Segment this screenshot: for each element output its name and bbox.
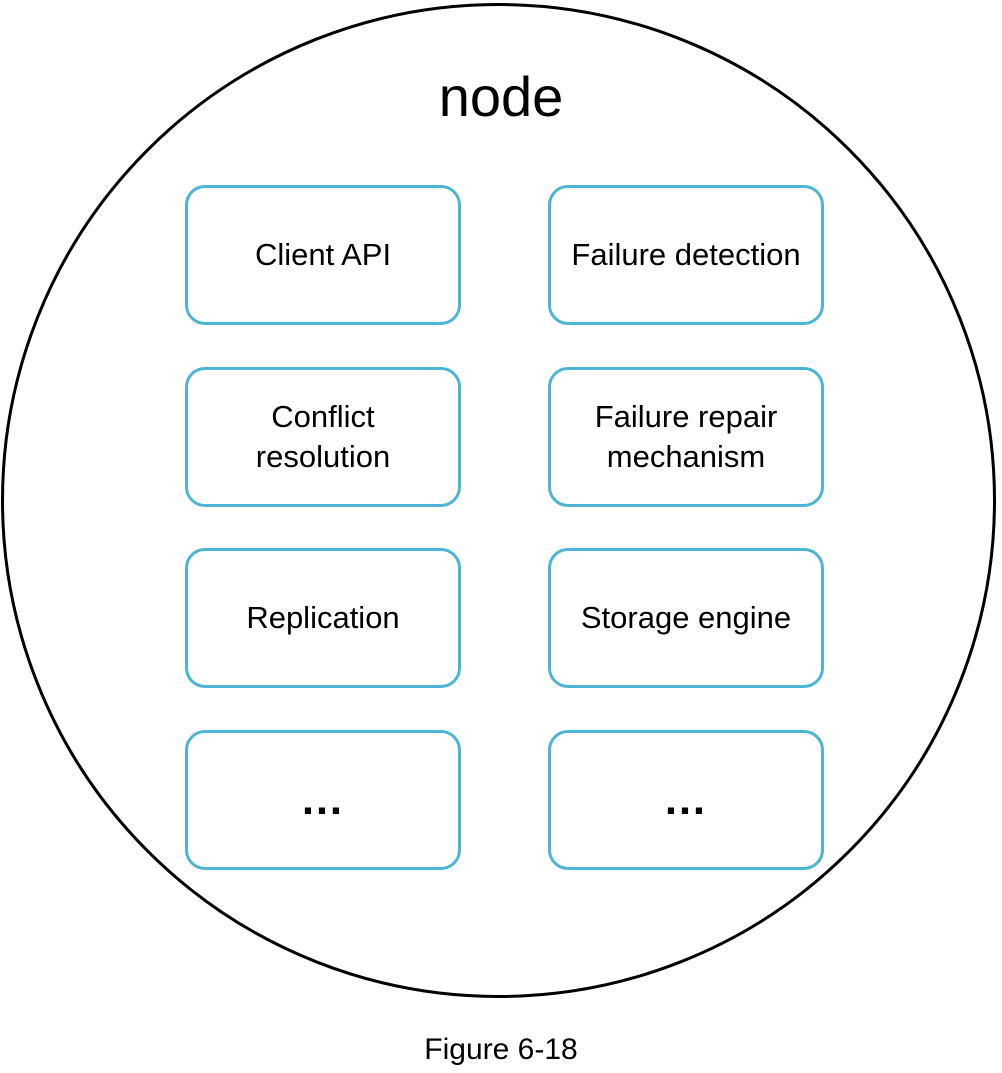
component-failure-detection: Failure detection xyxy=(548,185,824,325)
component-label: Storage engine xyxy=(580,600,792,635)
component-label: Conflict resolution xyxy=(255,399,391,474)
component-label: Failure detection xyxy=(571,237,801,272)
figure-caption: Figure 6-18 xyxy=(424,1033,578,1066)
component-failure-repair-mechanism: Failure repair mechanism xyxy=(548,367,824,507)
component-conflict-resolution: Conflict resolution xyxy=(185,367,461,507)
component-client-api: Client API xyxy=(185,185,461,325)
component-label: … xyxy=(663,775,709,824)
component-more-right: … xyxy=(548,730,824,870)
component-label: Client API xyxy=(254,237,392,272)
component-label: … xyxy=(300,775,346,824)
component-more-left: … xyxy=(185,730,461,870)
component-storage-engine: Storage engine xyxy=(548,548,824,688)
component-label: Replication xyxy=(246,600,400,635)
component-label: Failure repair mechanism xyxy=(594,399,778,474)
component-replication: Replication xyxy=(185,548,461,688)
node-title: node xyxy=(438,65,564,128)
node-circle xyxy=(1,3,996,998)
